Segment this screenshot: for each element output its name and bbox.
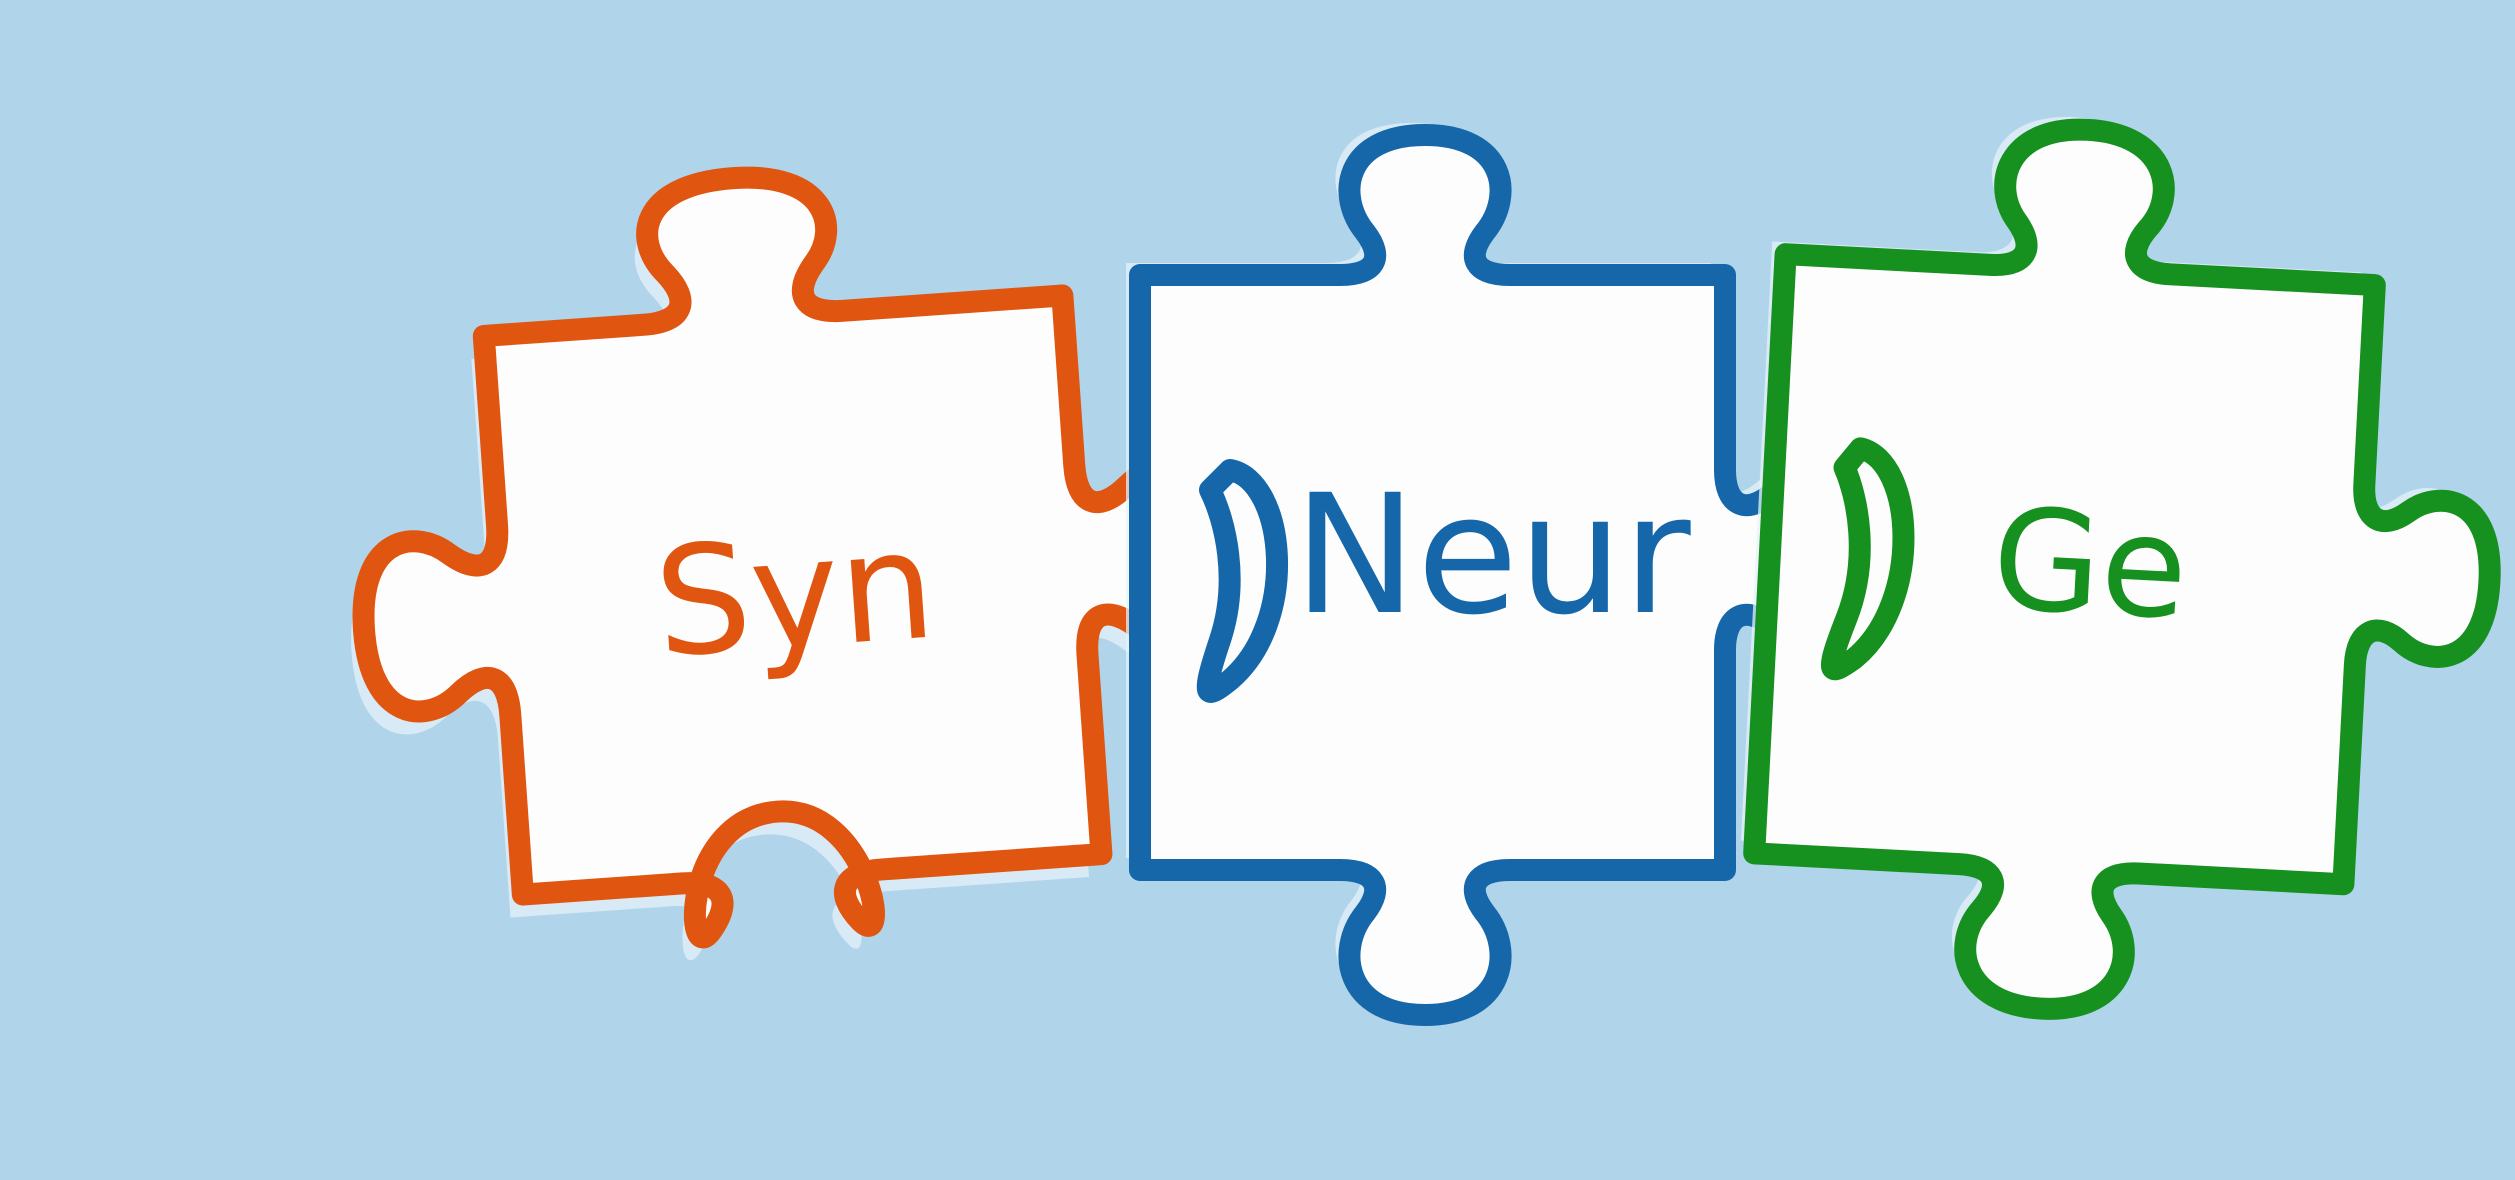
puzzle-piece-neur-socket	[1196, 459, 1289, 703]
puzzle-piece-neur-label: Neur	[1293, 459, 1691, 651]
puzzle-piece-ge-label: Ge	[1989, 479, 2192, 652]
puzzle-piece-syn-body	[352, 166, 1232, 949]
puzzle-piece-syn-label: Syn	[650, 498, 941, 691]
puzzle-piece-ge-socket	[1820, 437, 1915, 681]
puzzle-piece-syn	[351, 166, 1232, 961]
puzzle-piece-ge-body	[1743, 118, 2501, 1020]
puzzle-piece-ge	[1740, 117, 2501, 1020]
